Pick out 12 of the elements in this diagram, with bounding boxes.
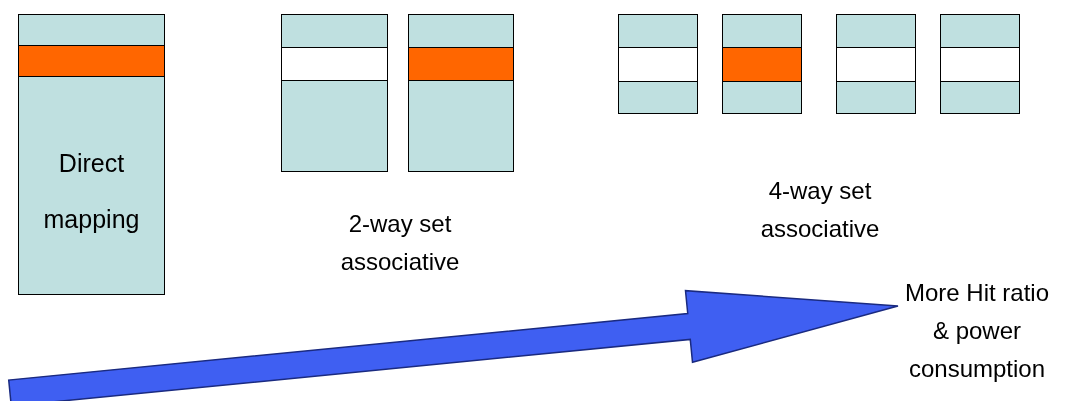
caption-text: 2-way set associative xyxy=(339,209,461,277)
cache-block xyxy=(408,14,514,172)
cache-block xyxy=(940,14,1020,114)
cache-block xyxy=(618,14,698,114)
column-label: Direct mapping xyxy=(42,148,141,235)
cache-block xyxy=(722,14,802,114)
cache-block xyxy=(281,14,388,172)
note-text: More Hit ratio & power consumption xyxy=(903,278,1050,384)
caption-text: 4-way set associative xyxy=(759,176,881,244)
block-arrow xyxy=(7,289,899,401)
cache-block xyxy=(836,14,916,114)
cache-block xyxy=(18,14,165,295)
